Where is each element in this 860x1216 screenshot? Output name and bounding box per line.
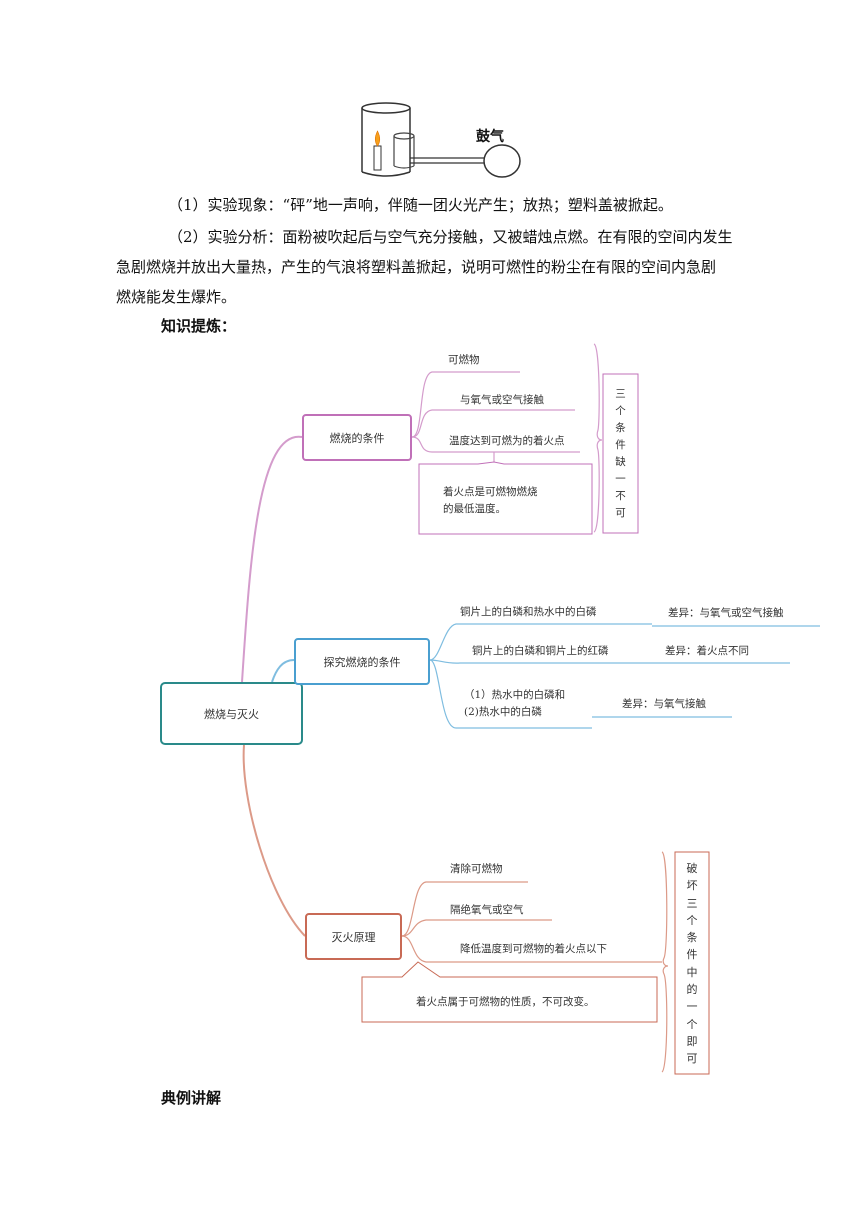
branch1-item-3: 温度达到可燃为的着火点 [449, 435, 565, 447]
branch1-summary: 三 个 条 件 缺 一 不 可 [615, 388, 626, 519]
branch3-item-2: 隔绝氧气或空气 [450, 904, 524, 916]
paragraph-analysis-line2: 急剧燃烧并放出大量热，产生的气浪将塑料盖掀起，说明可燃性的粉尘在有限的空间内急剧 [116, 258, 717, 276]
branch3-item-3: 降低温度到可燃物的着火点以下 [460, 943, 607, 955]
node-explore-conditions: 探究燃烧的条件 [294, 638, 430, 685]
heading-examples: 典例讲解 [161, 1089, 222, 1107]
branch2-diff-2: 差异：着火点不同 [665, 645, 749, 657]
paragraph-analysis-line3: 燃烧能发生爆炸。 [116, 288, 237, 306]
branch2-item-1: 铜片上的白磷和热水中的白磷 [460, 606, 597, 618]
node-extinguish-principle: 灭火原理 [305, 913, 402, 960]
node-burning-conditions: 燃烧的条件 [302, 414, 412, 461]
branch1-item-1: 可燃物 [448, 354, 480, 366]
heading-knowledge: 知识提炼： [161, 317, 237, 335]
paragraph-analysis-line1: （2）实验分析：面粉被吹起后与空气充分接触，又被蜡烛点燃。在有限的空间内发生 [168, 228, 733, 246]
paragraph-phenomenon: （1）实验现象：“砰”地一声响，伴随一团火光产生；放热；塑料盖被掀起。 [168, 196, 673, 214]
branch1-note: 着火点是可燃物燃烧 的最低温度。 [443, 486, 538, 515]
blower-label: 鼓气 [476, 129, 504, 145]
branch2-item-2: 铜片上的白磷和铜片上的红磷 [472, 645, 609, 657]
branch3-note: 着火点属于可燃物的性质，不可改变。 [416, 996, 595, 1008]
mindmap-root: 燃烧与灭火 [160, 682, 303, 745]
branch3-item-1: 清除可燃物 [450, 863, 503, 875]
branch1-item-2: 与氧气或空气接触 [460, 394, 544, 406]
branch2-diff-1: 差异：与氧气或空气接触 [668, 607, 784, 619]
branch3-summary: 破 坏 三 个 条 件 中 的 一 个 即 可 [686, 862, 698, 1066]
branch2-diff-3: 差异：与氧气接触 [622, 698, 706, 710]
branch2-item-3: （1）热水中的白磷和 (2)热水中的白磷 [464, 689, 566, 718]
